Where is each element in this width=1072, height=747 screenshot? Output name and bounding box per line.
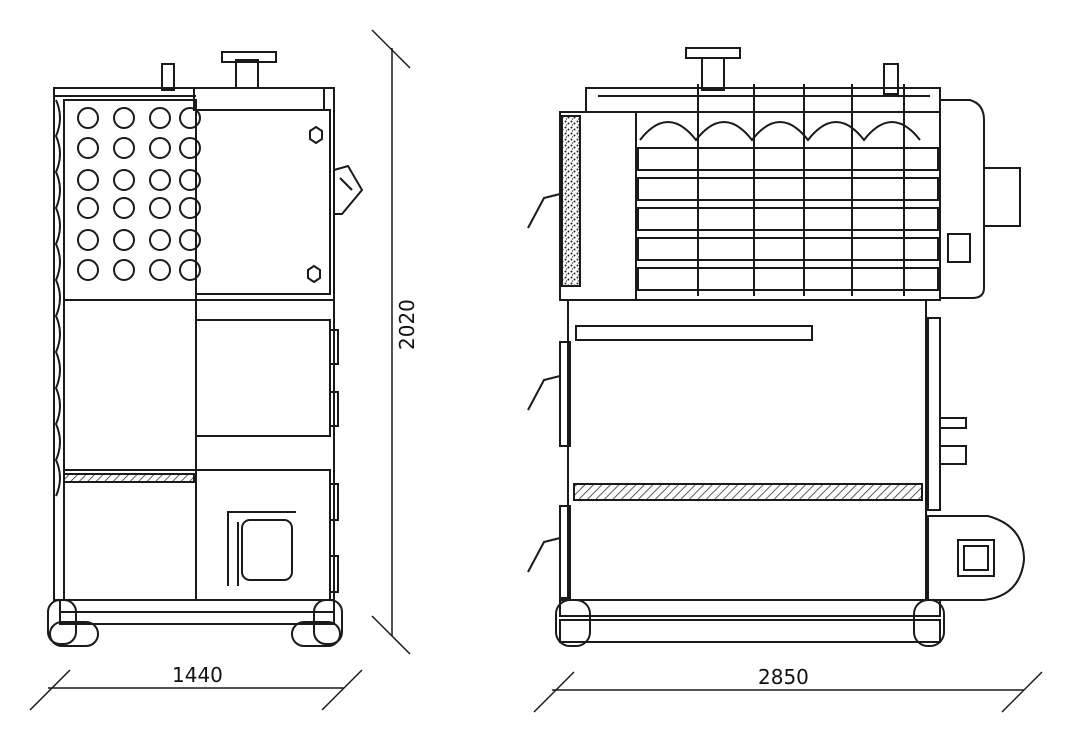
fan-icon — [957, 539, 995, 577]
tube-circle — [113, 229, 135, 251]
front-rear-cowl — [940, 99, 985, 299]
height-dimension — [371, 29, 411, 655]
tube-circle — [113, 259, 135, 281]
front-handle-mid — [527, 375, 561, 411]
front-blower-housing — [927, 515, 1026, 601]
front-flue-cap — [685, 47, 741, 59]
tube-circle — [179, 259, 201, 281]
tube-circle — [77, 137, 99, 159]
tube-circle — [179, 107, 201, 129]
tube-circle — [149, 137, 171, 159]
side-base — [59, 599, 335, 613]
front-baffle — [575, 325, 813, 341]
tube-circle — [77, 197, 99, 219]
front-lower-door — [559, 505, 571, 599]
side-flue-cap — [221, 51, 277, 63]
tube-circle — [149, 229, 171, 251]
lower-bolt-icon — [307, 264, 321, 284]
front-view — [527, 47, 1026, 647]
side-middle-door — [195, 319, 331, 437]
tube-circle — [149, 107, 171, 129]
side-flue-stack — [235, 59, 259, 89]
exchanger-fin — [637, 147, 939, 171]
side-small-pipe — [161, 63, 175, 91]
exchanger-fins — [637, 84, 939, 296]
front-base-rail — [559, 619, 941, 643]
front-flue-stack — [701, 57, 725, 91]
front-rear-box — [947, 233, 971, 263]
front-width-dimension — [533, 671, 1043, 713]
front-top-frame — [585, 87, 941, 113]
front-small-pipe — [883, 63, 899, 95]
tube-grid — [77, 107, 201, 281]
tube-circle — [113, 197, 135, 219]
tube-circle — [149, 169, 171, 191]
front-width-label: 2850 — [758, 665, 809, 689]
tube-circle — [149, 197, 171, 219]
side-wheel-right-b — [291, 621, 341, 647]
front-grate — [573, 483, 923, 501]
tube-circle — [113, 107, 135, 129]
side-lower-hinge-top — [329, 483, 339, 521]
tube-circle — [113, 137, 135, 159]
front-rear-pipe-b — [939, 445, 967, 465]
side-width-label: 1440 — [172, 663, 223, 687]
exchanger-fin — [637, 237, 939, 261]
side-middle-hinge-top — [329, 329, 339, 365]
side-base-rail — [59, 611, 335, 625]
front-middle-door — [559, 341, 571, 447]
tube-circle — [77, 259, 99, 281]
side-width-dimension — [29, 669, 363, 711]
side-wheel-left-b — [49, 621, 99, 647]
side-window — [241, 519, 293, 581]
side-upper-door — [195, 109, 331, 295]
exchanger-fin — [637, 267, 939, 291]
tube-circle — [179, 169, 201, 191]
front-rear-column — [927, 317, 941, 511]
height-label: 2020 — [395, 299, 419, 350]
front-base — [559, 599, 941, 617]
side-window-frame — [227, 511, 296, 586]
tube-circle — [113, 169, 135, 191]
side-view — [47, 51, 364, 647]
front-lower-body — [567, 299, 927, 601]
front-handle-top — [527, 193, 561, 229]
side-lower-hinge-bottom — [329, 555, 339, 593]
side-body — [53, 87, 335, 601]
exchanger-wave — [639, 121, 921, 142]
front-exchanger — [635, 111, 941, 301]
front-handle-low — [527, 537, 561, 573]
exchanger-fin — [637, 177, 939, 201]
side-handle — [333, 164, 364, 215]
front-speckled-door — [561, 115, 581, 287]
front-rear-outlet — [983, 167, 1021, 227]
tube-circle — [179, 229, 201, 251]
front-wheel-right — [913, 599, 945, 647]
side-top-panel — [193, 87, 325, 111]
upper-bolt-icon — [309, 125, 323, 145]
side-insulation-wave — [54, 99, 61, 497]
front-rear-pipe-a — [939, 417, 967, 429]
side-middle-hinge-bottom — [329, 391, 339, 427]
tube-circle — [179, 197, 201, 219]
tube-circle — [77, 169, 99, 191]
exchanger-fin — [637, 207, 939, 231]
tube-circle — [149, 259, 171, 281]
side-grate — [63, 473, 195, 483]
tube-circle — [77, 107, 99, 129]
front-wheel-left — [555, 599, 591, 647]
tube-circle — [77, 229, 99, 251]
tube-circle — [179, 137, 201, 159]
